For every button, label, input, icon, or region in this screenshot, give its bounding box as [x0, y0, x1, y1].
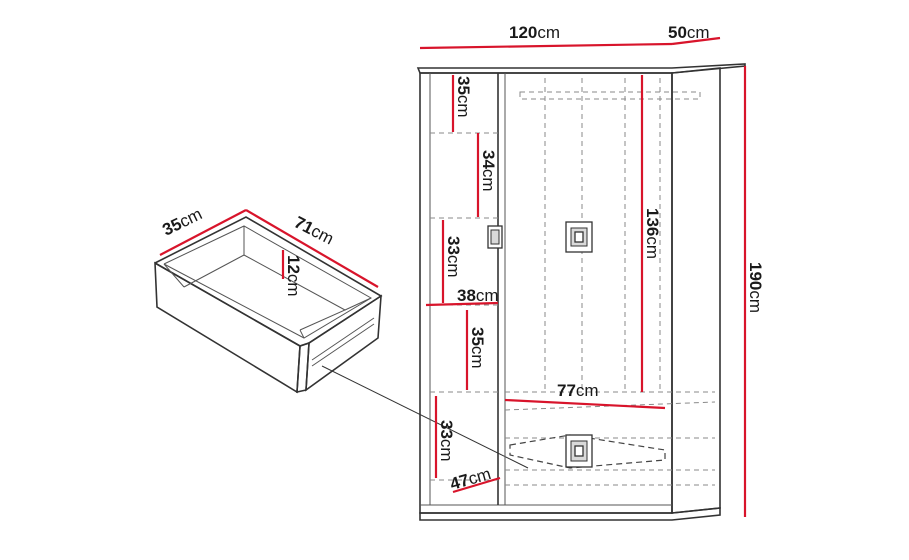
depth-label: 50cm — [668, 23, 710, 42]
wardrobe-right-side — [671, 67, 721, 514]
drawer-width-dim-line — [245, 209, 379, 288]
drawer-inner-front-edge — [299, 329, 305, 339]
drawer-depth-dim-line — [159, 209, 247, 256]
hanging-rail — [519, 91, 701, 100]
shelf-2-label: 34cm — [479, 150, 498, 192]
bottom-depth-dim-line — [452, 476, 501, 494]
bottom-compartment-label: 33cm — [437, 420, 456, 462]
shelf-width-dim-line — [425, 301, 499, 307]
top-shelf-label: 35cm — [454, 76, 473, 118]
drawer-width-77-label: 77cm — [557, 381, 599, 400]
drawer-inner-left-edge — [163, 263, 185, 288]
width-dim-line — [419, 42, 673, 50]
right-shelf-top-back — [504, 401, 716, 411]
drawer-width-label: 71cm — [291, 213, 337, 249]
width-label: 120cm — [509, 23, 560, 42]
handle-drawer-icon — [565, 434, 593, 468]
wardrobe-plinth — [419, 507, 721, 521]
drawer-outer-left-face — [154, 261, 301, 394]
shelf-4-label: 35cm — [468, 327, 487, 369]
height-label: 190cm — [746, 262, 765, 313]
handle-left-door-icon — [487, 225, 503, 249]
hanging-height-label: 136cm — [643, 208, 662, 259]
shelf-3-label: 33cm — [444, 236, 463, 278]
shelf-width-label: 38cm — [457, 286, 499, 305]
drawer-width-77-dim-line — [504, 398, 666, 410]
depth-dim-line — [671, 36, 721, 46]
bottom-depth-label: 47cm — [448, 464, 493, 494]
drawer-right-side — [305, 294, 382, 392]
drawer-leader-line — [321, 365, 529, 469]
drawer-runner-top — [311, 317, 375, 361]
drawer-height-label: 12cm — [284, 255, 303, 297]
drawer-inner-right-edge — [344, 297, 372, 311]
wardrobe-illustration — [416, 36, 747, 521]
drawer-runner-bottom — [311, 323, 375, 367]
drawer-illustration — [154, 209, 383, 394]
drawer-inner-floor — [183, 254, 347, 331]
handle-center-door-icon — [565, 221, 593, 253]
drawer-top-rim — [154, 216, 383, 347]
wardrobe-top-face — [416, 63, 746, 74]
